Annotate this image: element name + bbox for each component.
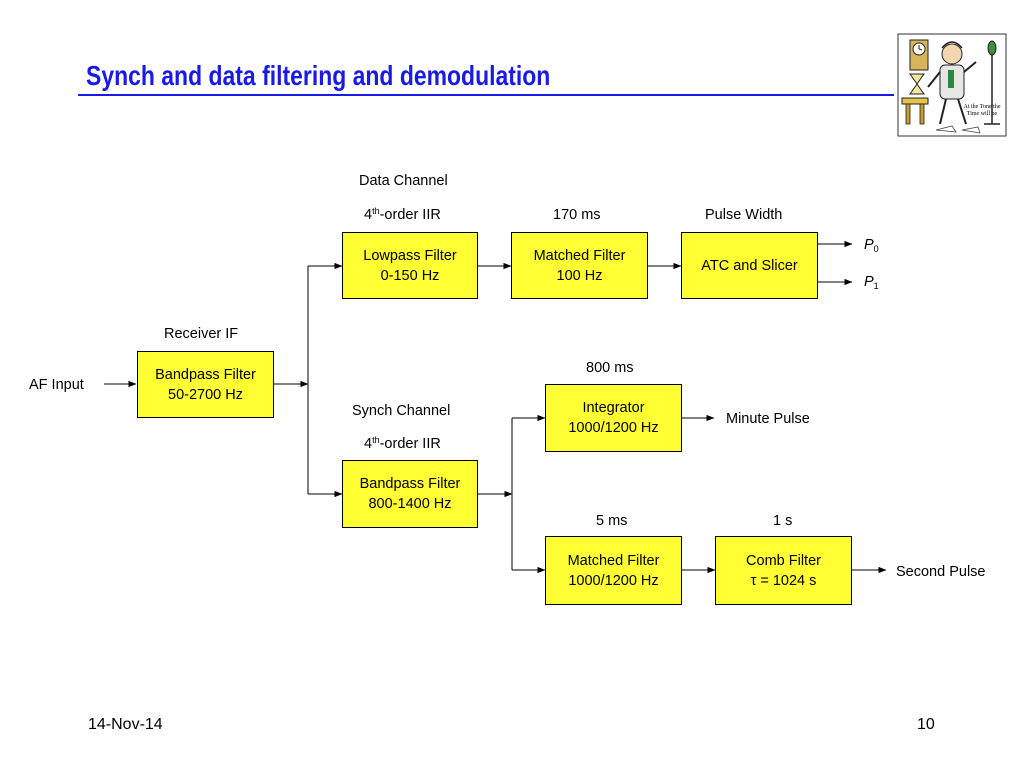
synch-bandpass-filter-box: Bandpass Filter 800-1400 Hz [342,460,478,528]
synch-bandpass-line2: 800-1400 Hz [368,496,452,512]
data-channel-label: Data Channel [359,173,448,189]
matched-1000-line2: 1000/1200 Hz [568,572,659,589]
comb-line1: Comb Filter [746,552,821,569]
p1-letter: P [864,274,874,290]
p1-sub: 1 [873,281,879,291]
data-order-label: 4th-order IIR [364,206,441,224]
lowpass-line1: Lowpass Filter [363,247,457,264]
integrator-box: Integrator 1000/1200 Hz [545,384,682,452]
synch-bandpass-line1: Bandpass Filter [359,476,461,492]
synch-channel-label: Synch Channel [352,403,451,419]
p0-sub: 0 [873,244,879,254]
receiver-if-label: Receiver IF [164,326,239,342]
af-input-label: AF Input [29,377,84,393]
p0-letter: P [864,237,874,253]
matched-100-line1: Matched Filter [533,247,626,264]
lowpass-line2: 0-150 Hz [380,267,440,284]
comb-line2: τ = 1024 s [750,572,817,589]
slide-title: Synch and data filtering and demodulatio… [86,60,551,91]
matched-100-line2: 100 Hz [556,267,603,284]
pulse-width-label: Pulse Width [705,207,783,223]
clipart-caption-line2: Time will be [967,111,998,117]
integrator-line2: 1000/1200 Hz [568,420,659,436]
title-underline [78,94,894,96]
matched-filter-1000-box: Matched Filter 1000/1200 Hz [545,536,682,605]
receiver-bandpass-filter-box: Bandpass Filter 50-2700 Hz [137,351,274,418]
lowpass-filter-box: Lowpass Filter 0-150 Hz [342,232,478,299]
data-order-sup: th [372,206,380,216]
comb-filter-box: Comb Filter τ = 1024 s [715,536,852,605]
t-5-label: 5 ms [596,513,628,529]
receiver-bandpass-line1: Bandpass Filter [155,366,256,383]
slide-date: 14-Nov-14 [88,716,163,733]
t-1s-label: 1 s [773,513,793,529]
synch-order-suffix: -order IIR [379,436,441,452]
data-order-prefix: 4 [364,207,373,223]
clock-professor-clipart: At the Tone the Time will be [897,33,1007,137]
p1-label: P1 [864,274,879,291]
atc-slicer-line1: ATC and Slicer [701,257,798,274]
matched-filter-100-box: Matched Filter 100 Hz [511,232,648,299]
atc-slicer-box: ATC and Slicer [681,232,818,299]
t-170-label: 170 ms [553,207,601,223]
integrator-line1: Integrator [582,400,645,416]
receiver-bandpass-line2: 50-2700 Hz [168,386,243,403]
slide-page-number: 10 [917,716,935,733]
second-pulse-label: Second Pulse [896,564,986,580]
t-800-label: 800 ms [586,360,634,376]
clipart-caption-line1: At the Tone the [964,104,1001,110]
synch-order-sup: th [372,435,380,445]
matched-1000-line1: Matched Filter [567,552,660,569]
p0-label: P0 [864,237,879,254]
data-order-suffix: -order IIR [379,207,441,223]
synch-order-label: 4th-order IIR [364,435,441,453]
minute-pulse-label: Minute Pulse [726,411,810,427]
synch-order-prefix: 4 [364,436,373,452]
